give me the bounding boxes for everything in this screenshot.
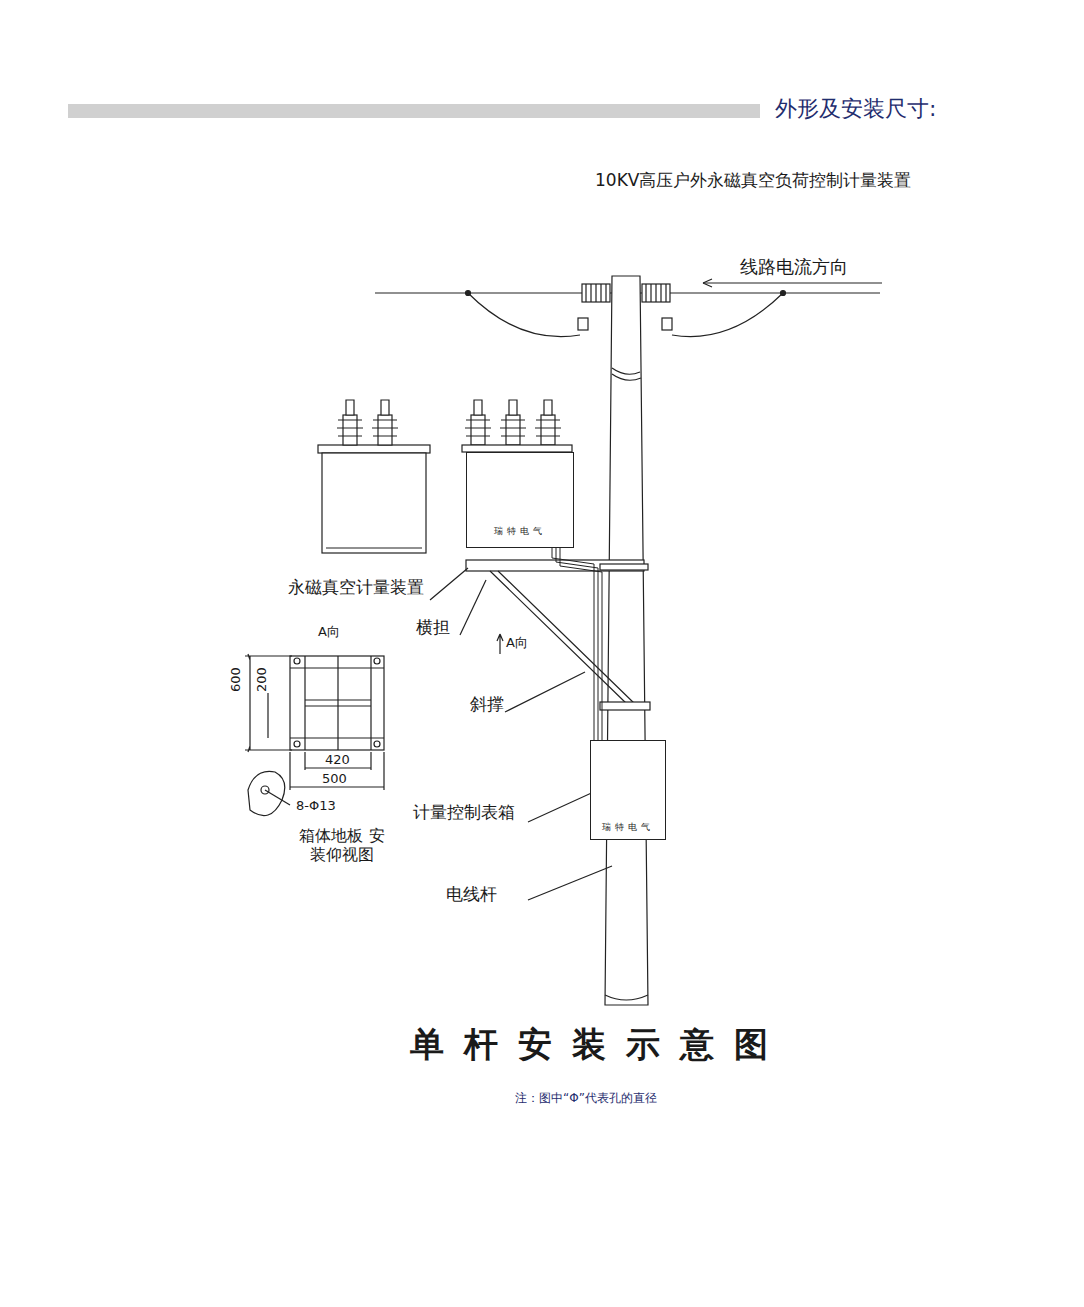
brand-text: 瑞特电气 xyxy=(467,525,573,538)
flow-label: 线路电流方向 xyxy=(740,256,848,278)
utility-pole xyxy=(605,276,648,1005)
hole-spec: 8-Φ13 xyxy=(296,798,336,814)
brand-text: 瑞特电气 xyxy=(591,821,665,834)
dimension: 200 xyxy=(254,666,270,693)
subtitle: 10KV高压户外永磁真空负荷控制计量装置 xyxy=(595,170,911,190)
device-insulator xyxy=(462,400,572,452)
meter-control-box: 瑞特电气 xyxy=(590,740,666,840)
bottom-view xyxy=(245,654,384,816)
heading-bar xyxy=(68,104,760,118)
view-label: A向 xyxy=(506,635,528,651)
dimension: 420 xyxy=(325,752,350,768)
dimension: 600 xyxy=(228,666,244,693)
part-name: 横担 xyxy=(416,617,450,637)
transformer-box xyxy=(318,400,430,553)
dimension: 500 xyxy=(322,771,347,787)
page-title: 外形及安装尺寸: xyxy=(775,96,936,122)
metering-device-box: 瑞特电气 xyxy=(466,452,574,548)
part-name: 电线杆 xyxy=(446,884,497,904)
note: 注：图中“Φ”代表孔的直径 xyxy=(515,1091,657,1105)
view-label: A向 xyxy=(318,624,340,640)
drawing-caption: 单杆安装示意图 xyxy=(410,1024,788,1065)
part-name: 斜撑 xyxy=(470,694,504,714)
crossarm xyxy=(466,560,650,710)
part-name: 计量控制表箱 xyxy=(413,802,515,822)
cable-bundle xyxy=(552,548,602,740)
part-name: 永磁真空计量装置 xyxy=(288,577,424,597)
view-title: 箱体地板 安装仰视图 xyxy=(298,826,386,864)
